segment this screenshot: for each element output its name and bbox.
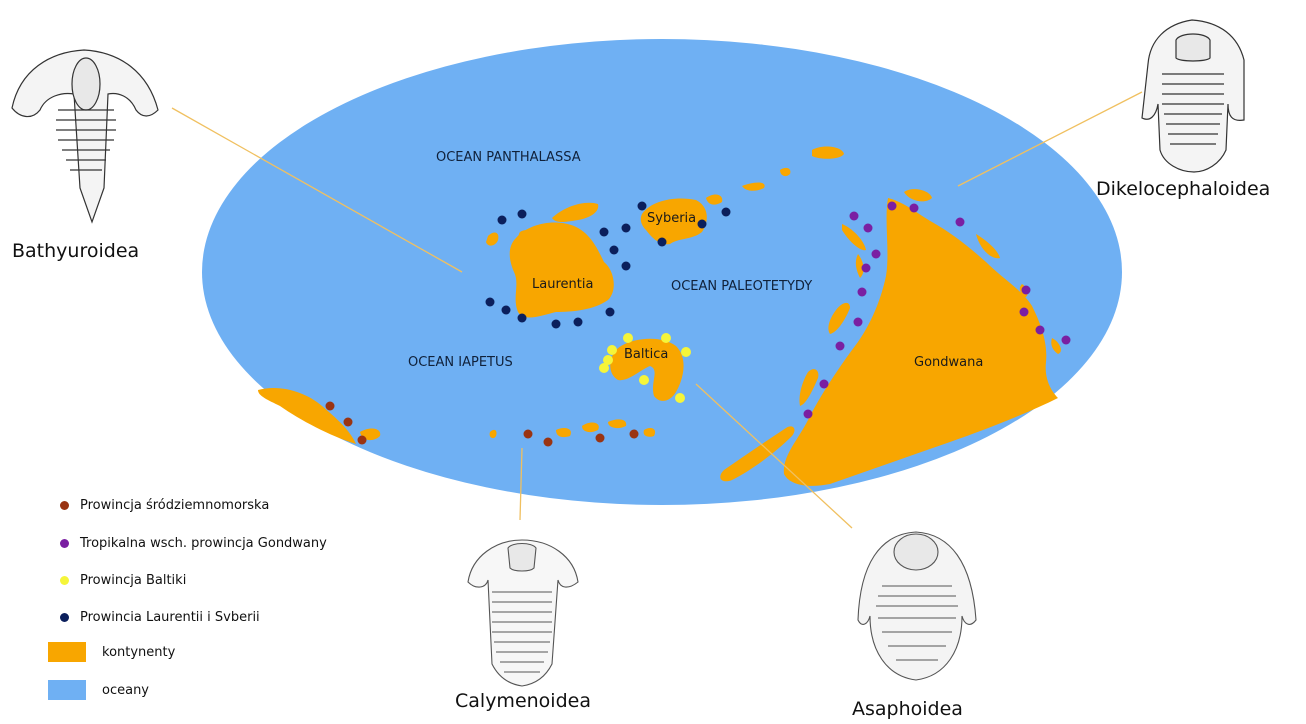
- legend-item-baltica: Prowincja Baltiki: [48, 573, 186, 588]
- legend-label-gondwana-tropical: Tropikalna wsch. prowincja Gondwany: [80, 536, 327, 551]
- legend-label-baltica: Prowincja Baltiki: [80, 573, 187, 588]
- legend-item-continents: kontynenty: [48, 642, 175, 662]
- legend-dot-baltica: [60, 576, 69, 585]
- ocean-label-paleotetydy: OCEAN PALEOTETYDY: [671, 279, 813, 294]
- dots-baltica: [599, 333, 691, 403]
- bathyuroidea-icon: [11, 49, 159, 224]
- legend-swatch-oceans: [48, 680, 86, 700]
- continent-label-baltica: Baltica: [624, 347, 669, 362]
- legend-item-gondwana-tropical: Tropikalna wsch. prowincja Gondwany: [48, 536, 327, 551]
- pointer-lines: [171, 91, 1143, 529]
- legend-item-laurentia-syberia: Prowincia Laurentii i Svberii: [48, 610, 260, 625]
- pointer-asaphoidea: [695, 383, 853, 529]
- trilobite-label-dikelocephaloidea: Dikelocephaloidea: [1096, 178, 1271, 200]
- legend-dot-gondwana-tropical: [60, 539, 69, 548]
- gondwana-landmass: [783, 198, 1058, 486]
- continents: [258, 146, 1061, 486]
- continent-label-laurentia: Laurentia: [532, 277, 594, 292]
- baltica-landmass: [610, 338, 684, 401]
- trilobite-label-bathyuroidea: Bathyuroidea: [12, 240, 140, 262]
- pointer-bathyuroidea: [171, 107, 463, 273]
- legend-label-oceans: oceany: [102, 682, 149, 698]
- legend-label-mediterranean: Prowincja śródziemnomorska: [80, 498, 270, 513]
- legend-item-mediterranean: Prowincja śródziemnomorska: [48, 498, 269, 513]
- syberia-landmass: [640, 198, 707, 245]
- dots-mediterranean: [325, 401, 639, 447]
- pointer-dikelocephaloidea: [957, 91, 1143, 187]
- legend-dot-mediterranean: [60, 501, 69, 510]
- asaphoidea-icon: [857, 531, 977, 681]
- legend-item-oceans: oceany: [48, 680, 149, 700]
- continent-label-syberia: Syberia: [647, 211, 697, 226]
- dots-gondwana-tropical: [803, 201, 1071, 419]
- pointer-calymenoidea: [519, 447, 523, 521]
- laurentia-landmass: [509, 222, 614, 318]
- legend-label-continents: kontynenty: [102, 644, 176, 660]
- legend-dot-laurentia-syberia: [60, 613, 69, 622]
- dots-laurentia-syberia: [485, 201, 731, 329]
- legend-swatch-continents: [48, 642, 86, 662]
- ocean-label-panthalassa: OCEAN PANTHALASSA: [436, 150, 581, 165]
- continent-label-gondwana: Gondwana: [914, 355, 984, 370]
- dikelocephaloidea-icon: [1141, 19, 1245, 173]
- calymenoidea-icon: [467, 539, 579, 687]
- legend-label-laurentia-syberia: Prowincia Laurentii i Svberii: [80, 610, 260, 625]
- ocean-label-iapetus: OCEAN IAPETUS: [408, 355, 513, 370]
- trilobite-label-asaphoidea: Asaphoidea: [852, 698, 963, 720]
- trilobite-label-calymenoidea: Calymenoidea: [455, 690, 591, 712]
